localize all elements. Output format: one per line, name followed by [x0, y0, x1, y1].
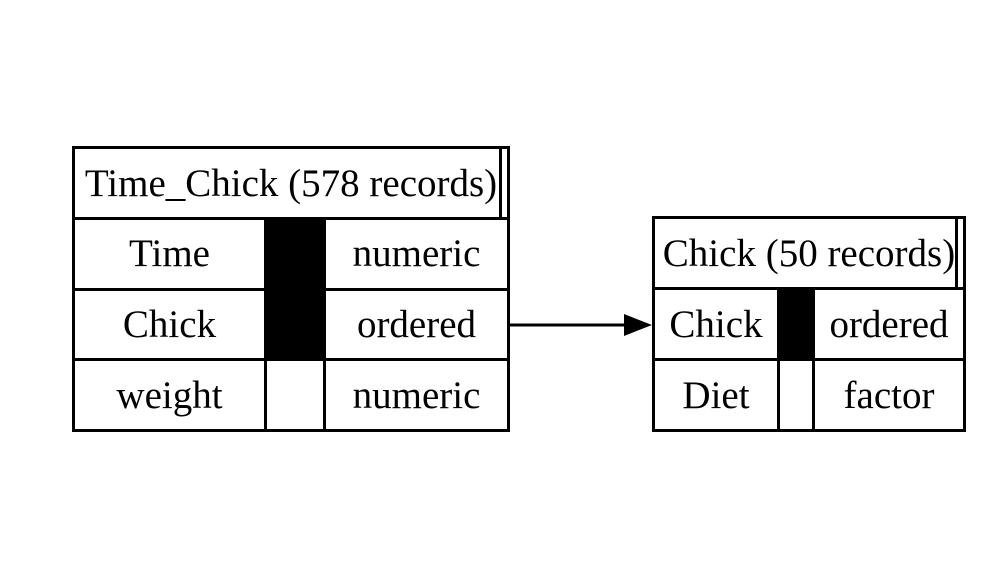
table-row: weight numeric — [75, 358, 507, 430]
table-row: Chick ordered — [75, 287, 507, 359]
relation-arrowhead-icon — [624, 314, 652, 336]
table-row: Diet factor — [655, 358, 963, 429]
entity-table-chick: Chick (50 records) Chick ordered Diet fa… — [652, 216, 966, 432]
table-row: Chick ordered — [655, 290, 963, 358]
column-name-cell: Chick — [75, 290, 267, 359]
key-indicator-cell — [780, 361, 815, 429]
key-indicator-cell — [267, 290, 326, 359]
column-name-cell: Chick — [655, 290, 780, 358]
table-row: Time numeric — [75, 220, 507, 288]
column-name-cell: Diet — [655, 361, 780, 429]
key-indicator-cell — [780, 290, 815, 358]
column-name-cell: Time — [75, 220, 267, 288]
column-type-cell: numeric — [352, 232, 481, 276]
entity-table-time-chick: Time_Chick (578 records) Time numeric Ch… — [72, 146, 510, 432]
column-type-cell: factor — [843, 373, 935, 417]
column-type-cell: ordered — [829, 302, 949, 346]
table-title: Time_Chick (578 records) — [75, 149, 507, 220]
table-title: Chick (50 records) — [655, 219, 963, 290]
column-name-cell: weight — [75, 361, 267, 430]
key-indicator-cell — [267, 361, 326, 430]
column-type-cell: numeric — [352, 373, 481, 417]
key-indicator-cell — [267, 220, 326, 288]
column-type-cell: ordered — [356, 303, 477, 346]
